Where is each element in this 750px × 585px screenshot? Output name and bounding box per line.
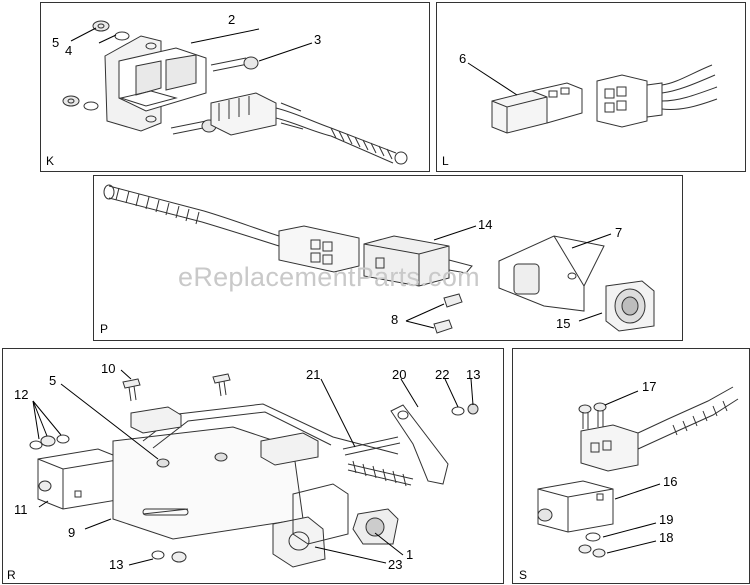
panel-l-letter: L	[442, 154, 449, 168]
callout-21: 21	[306, 367, 321, 382]
callout-20: 20	[392, 367, 407, 382]
callout-1: 1	[406, 547, 414, 562]
panel-s: 17 16 19 18 S	[512, 348, 750, 584]
panel-k-letter: K	[46, 154, 55, 168]
panel-p: 14 7 8 15 P	[93, 175, 683, 341]
panel-k: 2 3 4 5 K	[40, 2, 430, 172]
callout-16: 16	[663, 474, 678, 489]
callout-22: 22	[435, 367, 450, 382]
callout-9: 9	[68, 525, 76, 540]
callout-14: 14	[478, 217, 493, 232]
callout-23: 23	[388, 557, 403, 572]
callout-5: 5	[52, 35, 60, 50]
callout-15: 15	[556, 316, 571, 331]
panel-p-letter: P	[100, 322, 109, 336]
callout-8: 8	[391, 312, 399, 327]
callout-12: 12	[14, 387, 29, 402]
panel-s-letter: S	[519, 568, 528, 582]
callout-6: 6	[459, 51, 467, 66]
callout-4: 4	[65, 43, 73, 58]
callout-3: 3	[314, 32, 322, 47]
callout-10: 10	[101, 361, 116, 376]
panel-r: 10 12 5 21 20 22 13 11 9 13 23 1 R	[2, 348, 504, 584]
panel-p-drawing	[103, 184, 655, 334]
callout-11: 11	[14, 502, 28, 517]
callout-17: 17	[642, 379, 657, 394]
callout-19: 19	[659, 512, 674, 527]
panel-r-drawing	[29, 369, 479, 568]
panel-l: 6 L	[436, 2, 746, 172]
panel-s-drawing	[537, 386, 739, 558]
panel-k-drawing	[62, 20, 408, 165]
callout-5-r: 5	[49, 373, 57, 388]
callout-13-top: 13	[466, 367, 481, 382]
callout-7: 7	[615, 225, 623, 240]
callout-18: 18	[659, 530, 674, 545]
callout-2: 2	[228, 12, 236, 27]
panel-r-letter: R	[7, 568, 16, 582]
panel-l-drawing	[467, 62, 718, 134]
callout-13-bottom: 13	[109, 557, 124, 572]
